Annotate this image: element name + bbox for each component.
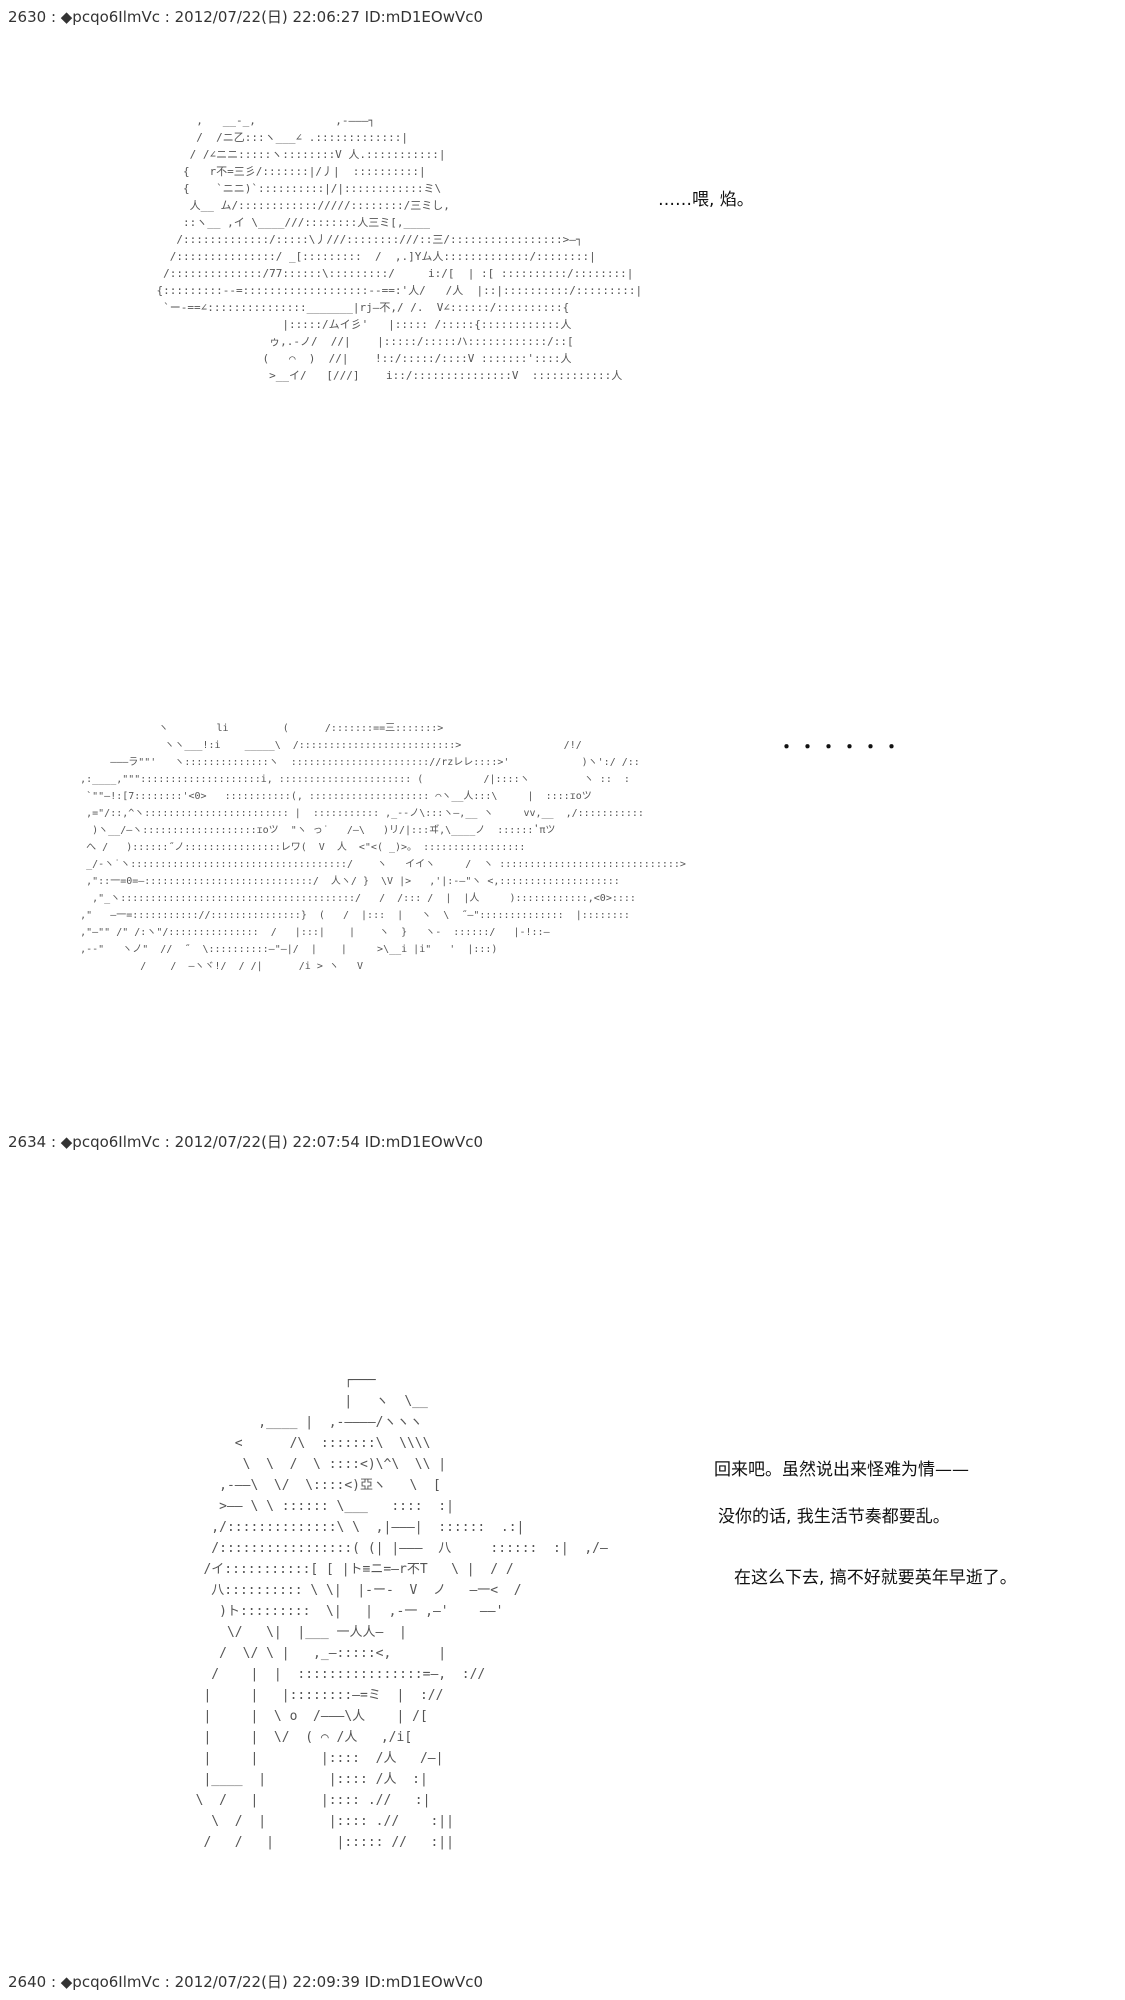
dialogue-line-wei-yan: ……喂, 焰。: [658, 190, 754, 210]
ascii-art-figure-2: ヽ li ( /:::::::==三:::::::> ヽヽ___!:i ____…: [50, 720, 710, 1050]
post-header-2630: 2630 : ◆pcqo6IlmVc : 2012/07/22(日) 22:06…: [8, 8, 484, 26]
dialogue-line-come-back: 回来吧。虽然说出来怪难为情——: [714, 1460, 969, 1480]
ascii-art-1-text: , __-_, ,-―――┐ / /ニ乙:::ヽ___∠ .::::::::::…: [156, 114, 643, 382]
dialogue-line-rhythm: 没你的话, 我生活节奏都要乱。: [718, 1507, 950, 1527]
ascii-art-figure-1: , __-_, ,-―――┐ / /ニ乙:::ヽ___∠ .::::::::::…: [130, 112, 720, 482]
post-header-2634: 2634 : ◆pcqo6IlmVc : 2012/07/22(日) 22:07…: [8, 1133, 484, 1151]
dialogue-line-die-young: 在这么下去, 搞不好就要英年早逝了。: [734, 1568, 1017, 1588]
ascii-art-2-text: ヽ li ( /:::::::==三:::::::> ヽヽ___!:i ____…: [80, 723, 686, 972]
dialogue-ellipsis: ・・・・・・: [778, 738, 904, 758]
ascii-art-3-text: ┌─── | ヽ \__ ,____ | ,-――――/ヽヽヽ < /\ :::…: [195, 1373, 608, 1850]
post-header-2640: 2640 : ◆pcqo6IlmVc : 2012/07/22(日) 22:09…: [8, 1973, 484, 1991]
ascii-art-figure-3: ┌─── | ヽ \__ ,____ | ,-――――/ヽヽヽ < /\ :::…: [180, 1370, 800, 1890]
